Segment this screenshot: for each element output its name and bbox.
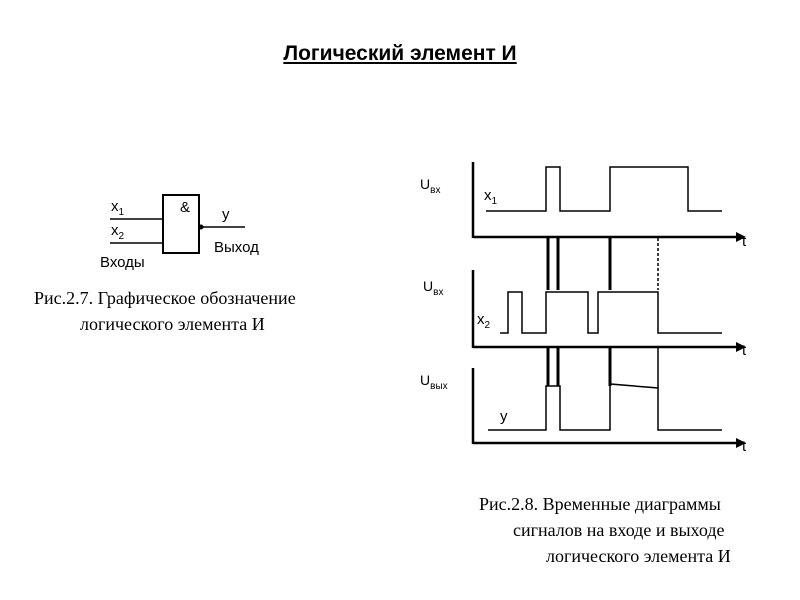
- fig28-caption-line3: логического элемента И: [546, 546, 731, 566]
- panel3-t-label: t: [742, 438, 747, 455]
- inputs-label: Входы: [100, 254, 145, 271]
- panel2-t-arrow: [736, 342, 746, 352]
- page-title: Логический элемент И: [283, 42, 517, 65]
- panel2-u-label: Uвх: [423, 278, 444, 298]
- gate-symbol: &: [180, 199, 191, 216]
- output-y-label: y: [222, 206, 230, 223]
- panel1-t-arrow: [736, 232, 746, 242]
- fig27-caption-line1: Рис.2.7. Графическое обозначение: [34, 288, 296, 308]
- panel3-signal-label: y: [500, 408, 508, 425]
- panel2-t-label: t: [742, 342, 747, 359]
- and-gate-box: [162, 194, 200, 254]
- input-x1-label: x1: [111, 198, 125, 218]
- panel3-t-arrow: [736, 438, 746, 448]
- panel1-u-label: Uвх: [420, 176, 441, 196]
- panel1-x1-signal: [486, 166, 722, 212]
- input-x2-label: x2: [111, 222, 125, 242]
- panel1-t-label: t: [742, 233, 747, 250]
- panel3-y-signal: [488, 383, 722, 431]
- output-caption: Выход: [214, 239, 259, 256]
- panel3-u-label: Uвых: [420, 372, 448, 392]
- panel1-signal-label: x1: [484, 187, 498, 207]
- fig27-caption-line2: логического элемента И: [80, 314, 265, 334]
- panel2-signal-label: x2: [477, 311, 491, 331]
- panel2-x2-signal: [500, 291, 722, 334]
- fig28-caption-line2: сигналов на входе и выходе: [513, 520, 725, 540]
- output-dot: [198, 224, 204, 230]
- fig28-caption-line1: Рис.2.8. Временные диаграммы: [479, 494, 721, 514]
